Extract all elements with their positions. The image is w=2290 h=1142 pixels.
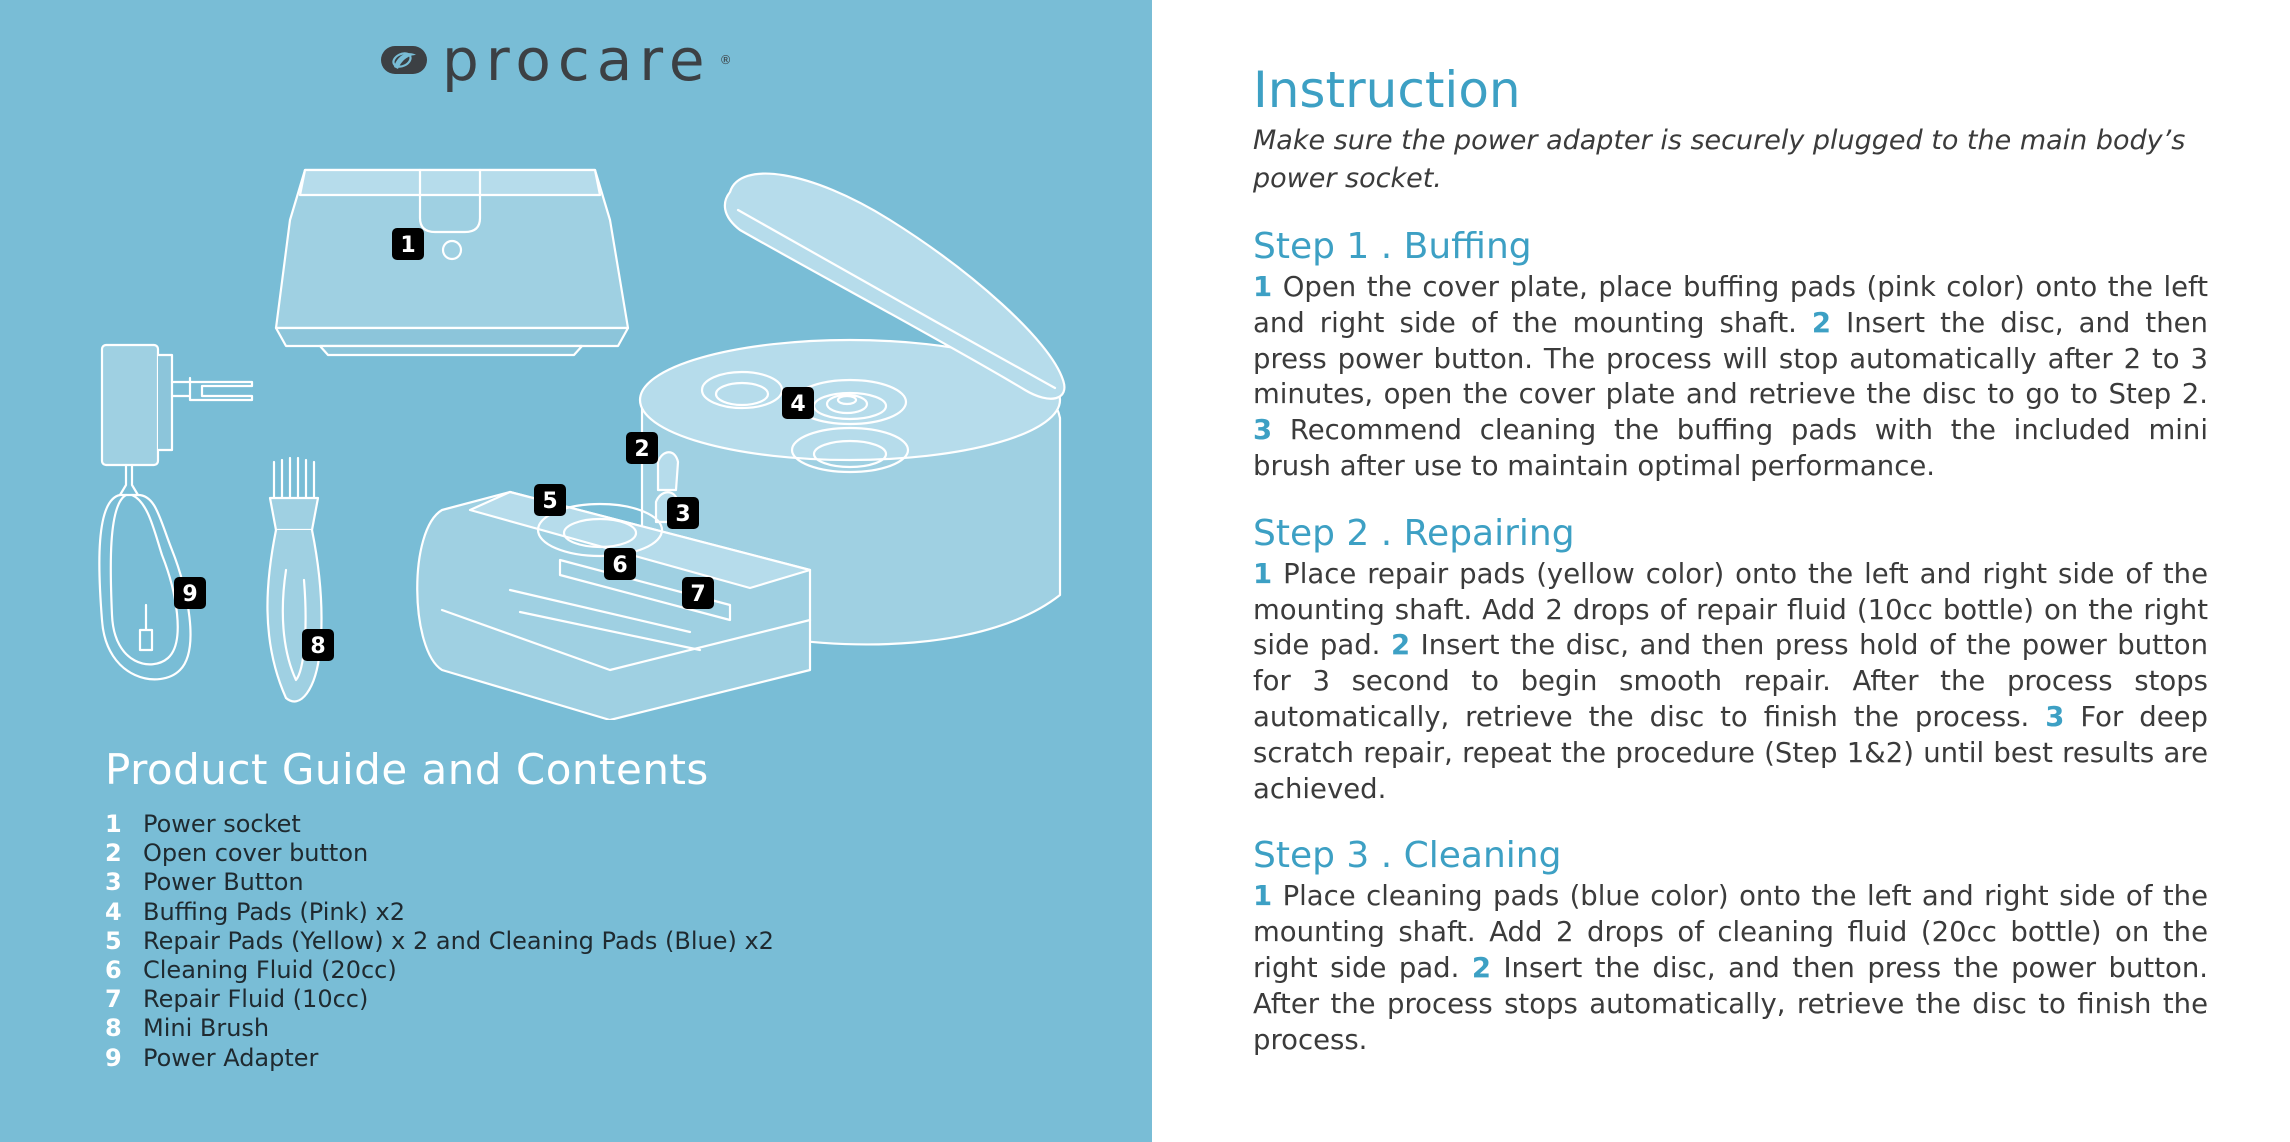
step-part-text: Insert the disc, and then press the powe… [1253, 951, 2208, 1056]
step-body: 1 Place cleaning pads (blue color) onto … [1253, 879, 2208, 1058]
step-part-number: 1 [1253, 557, 1273, 590]
svg-text:7: 7 [690, 582, 705, 607]
mini-brush-drawing [266, 456, 323, 703]
item-number: 9 [105, 1043, 122, 1072]
step-part-number: 3 [1253, 414, 1273, 447]
item-number: 6 [105, 956, 122, 985]
instruction-panel: Instruction Make sure the power adapter … [1253, 58, 2208, 1058]
step-buffing: Step 1 . Buffing 1 Open the cover plate,… [1253, 224, 2208, 485]
item-number: 5 [105, 926, 122, 955]
step-body: 1 Open the cover plate, place buffing pa… [1253, 270, 2208, 485]
item-text: Mini Brush [143, 1014, 270, 1043]
marker-4: 4 [782, 387, 814, 419]
marker-3: 3 [667, 497, 699, 529]
list-item: 8 Mini Brush [105, 1014, 774, 1043]
item-text: Power Button [143, 868, 304, 897]
marker-6: 6 [604, 548, 636, 580]
step-part-number: 1 [1253, 271, 1273, 303]
marker-8: 8 [302, 629, 334, 661]
item-number: 8 [105, 1014, 122, 1043]
step-part-text: Place repair pads (yellow color) onto th… [1253, 557, 2208, 662]
item-number: 7 [105, 985, 122, 1014]
instruction-intro: Make sure the power adapter is securely … [1253, 125, 2186, 194]
brand-logo: procare® [380, 30, 732, 90]
step-part-number: 2 [1390, 629, 1411, 662]
step-repairing: Step 2 . Repairing 1 Place repair pads (… [1253, 511, 2208, 808]
step-part-text: For deep scratch repair, repeat the proc… [1253, 700, 2209, 805]
list-item: 4 Buffing Pads (Pink) x2 [105, 898, 774, 927]
item-number: 4 [105, 897, 122, 926]
instruction-title: Instruction [1253, 61, 1521, 119]
item-text: Open cover button [143, 839, 369, 868]
list-item: 6 Cleaning Fluid (20cc) [105, 956, 774, 985]
power-adapter-drawing [98, 343, 254, 681]
item-text: Power socket [143, 810, 301, 838]
svg-text:1: 1 [400, 233, 415, 258]
step-part-text: Insert the disc, and then press hold of … [1253, 629, 2208, 733]
step-part-text: Recommend cleaning the buffing pads with… [1253, 414, 2208, 482]
svg-text:6: 6 [612, 553, 627, 578]
step-title: Step 2 . Repairing [1253, 512, 1575, 554]
item-text: Repair Pads (Yellow) x 2 and Cleaning Pa… [143, 926, 774, 955]
marker-9: 9 [174, 577, 206, 609]
device-cover [274, 168, 630, 357]
product-illustration: 1 2 3 4 5 6 7 [98, 168, 1066, 720]
svg-text:9: 9 [182, 582, 197, 607]
marker-2: 2 [626, 432, 658, 464]
svg-text:4: 4 [790, 392, 805, 417]
main-body-drawing [416, 172, 1066, 720]
step-title: Step 3 . Cleaning [1253, 835, 1562, 877]
item-number: 3 [105, 868, 122, 897]
list-item: 3 Power Button [105, 868, 774, 897]
step-part-text: Insert the disc, and then press power bu… [1253, 306, 2208, 411]
step-part-number: 2 [1811, 306, 1832, 339]
svg-text:8: 8 [310, 634, 325, 659]
item-text: Buffing Pads (Pink) x2 [143, 897, 405, 926]
product-guide-panel: procare ® [0, 0, 1152, 1142]
step-part-text: Open the cover plate, place buffing pads… [1253, 271, 2208, 339]
registered-mark: ® [719, 53, 732, 67]
step-part-number: 1 [1253, 880, 1273, 913]
step-part-text: Place cleaning pads (blue color) onto th… [1253, 880, 2208, 984]
procare-logo-icon [381, 46, 427, 74]
marker-1: 1 [392, 228, 424, 260]
list-item: 9 Power Adapter [105, 1044, 774, 1073]
item-text: Repair Fluid (10cc) [143, 985, 369, 1014]
list-item: 1 Power socket [105, 810, 774, 839]
item-text: Power Adapter [143, 1043, 319, 1072]
step-part-number: 3 [2045, 700, 2065, 733]
marker-5: 5 [534, 484, 566, 516]
product-guide-title: Product Guide and Contents [105, 745, 709, 794]
step-cleaning: Step 3 . Cleaning 1 Place cleaning pads … [1253, 833, 2208, 1058]
item-text: Cleaning Fluid (20cc) [143, 956, 397, 985]
step-title: Step 1 . Buffing [1253, 226, 1532, 267]
list-item: 2 Open cover button [105, 839, 774, 868]
step-part-number: 2 [1471, 951, 1491, 984]
list-item: 7 Repair Fluid (10cc) [105, 985, 774, 1014]
item-number: 2 [105, 839, 122, 868]
svg-text:3: 3 [675, 502, 690, 527]
item-number: 1 [105, 810, 122, 838]
list-item: 5 Repair Pads (Yellow) x 2 and Cleaning P… [105, 927, 774, 956]
marker-7: 7 [682, 577, 714, 609]
brand-name: procare [442, 26, 712, 94]
step-body: 1 Place repair pads (yellow color) onto … [1253, 557, 2208, 808]
svg-text:2: 2 [634, 437, 649, 462]
svg-text:5: 5 [542, 489, 557, 514]
